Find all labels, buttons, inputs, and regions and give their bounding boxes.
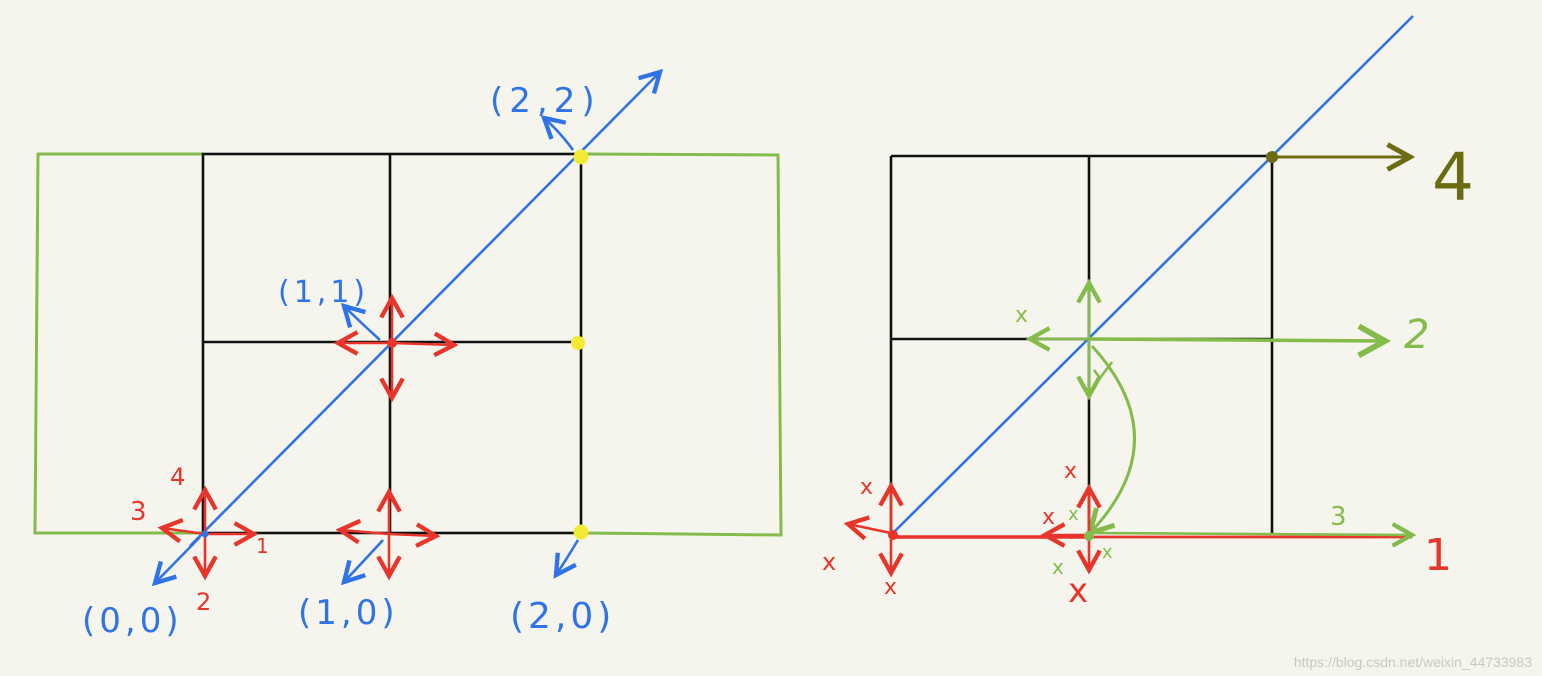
x-mark-red-bl-top: x (860, 475, 873, 500)
node-00-dot (201, 530, 209, 538)
node-11-dot (387, 338, 397, 348)
x-mark-red-bm-top: x (1064, 459, 1077, 484)
edge-label-1: 1 (1424, 530, 1452, 581)
direction-number-4: 4 (170, 463, 185, 491)
edge-label-4: 4 (1432, 139, 1474, 216)
red-arrows-bottom-left (848, 486, 891, 573)
left-green-box (33, 152, 203, 535)
pointer-20 (556, 539, 580, 575)
x-mark-green-bm-3: x (1102, 542, 1113, 563)
right-diagonal-line (890, 15, 1414, 536)
pointer-00 (155, 536, 201, 583)
label-p20: (2,0) (510, 596, 615, 637)
edge-label-3: 3 (1330, 502, 1347, 532)
red-arrows-11 (338, 298, 454, 398)
green-curve-arrow (1090, 344, 1136, 533)
x-mark-red-bl-bottom: x (884, 575, 897, 600)
direction-number-2: 2 (196, 588, 211, 616)
bottom-left-node-dot (888, 530, 898, 540)
pointer-11 (344, 306, 381, 341)
x-mark-red-bl-left: x (822, 548, 836, 576)
x-mark-red-bm-left: x (1042, 505, 1055, 530)
green-cross-center (1030, 283, 1089, 396)
yellow-point-22 (573, 149, 589, 165)
x-mark-green-bm-1: x (1068, 504, 1079, 525)
x-mark-green-top: x (1015, 303, 1028, 328)
watermark: https://blog.csdn.net/weixin_44733983 (1293, 654, 1532, 670)
edge-4-start-dot (1266, 151, 1278, 163)
red-arrows-10 (340, 492, 436, 576)
pointer-10 (344, 539, 384, 582)
edge-2-arrow (1088, 339, 1385, 341)
label-p22: (2,2) (490, 81, 601, 121)
label-p10: (1,0) (298, 593, 399, 633)
yellow-point-21 (571, 336, 585, 350)
x-mark-green-bm-2: x (1052, 555, 1064, 579)
label-p00: (0,0) (82, 601, 183, 641)
left-panel: (0,0) (1,0) (2,0) (1,1) (2,2) 1 2 3 4 (33, 72, 783, 641)
yellow-point-20 (573, 524, 589, 540)
right-green-box (580, 152, 783, 537)
label-p11: (1,1) (278, 275, 369, 310)
edge-label-2: 2 (1404, 312, 1429, 358)
edge-3-arrow (1088, 533, 1412, 535)
pointer-22 (544, 118, 575, 151)
x-mark-red-bm-bottom: x (1068, 571, 1088, 611)
direction-number-1: 1 (256, 534, 269, 558)
right-panel: 4 2 3 1 x x x x x x x x x x (822, 15, 1474, 611)
left-diagonal-arrow (189, 72, 660, 547)
bottom-middle-node-dot (1084, 531, 1094, 541)
x-marks: x x x x x x x x x x (822, 303, 1113, 611)
direction-number-3: 3 (130, 497, 147, 527)
red-arrows-00 (162, 490, 254, 576)
green-check-mark (1092, 361, 1114, 381)
